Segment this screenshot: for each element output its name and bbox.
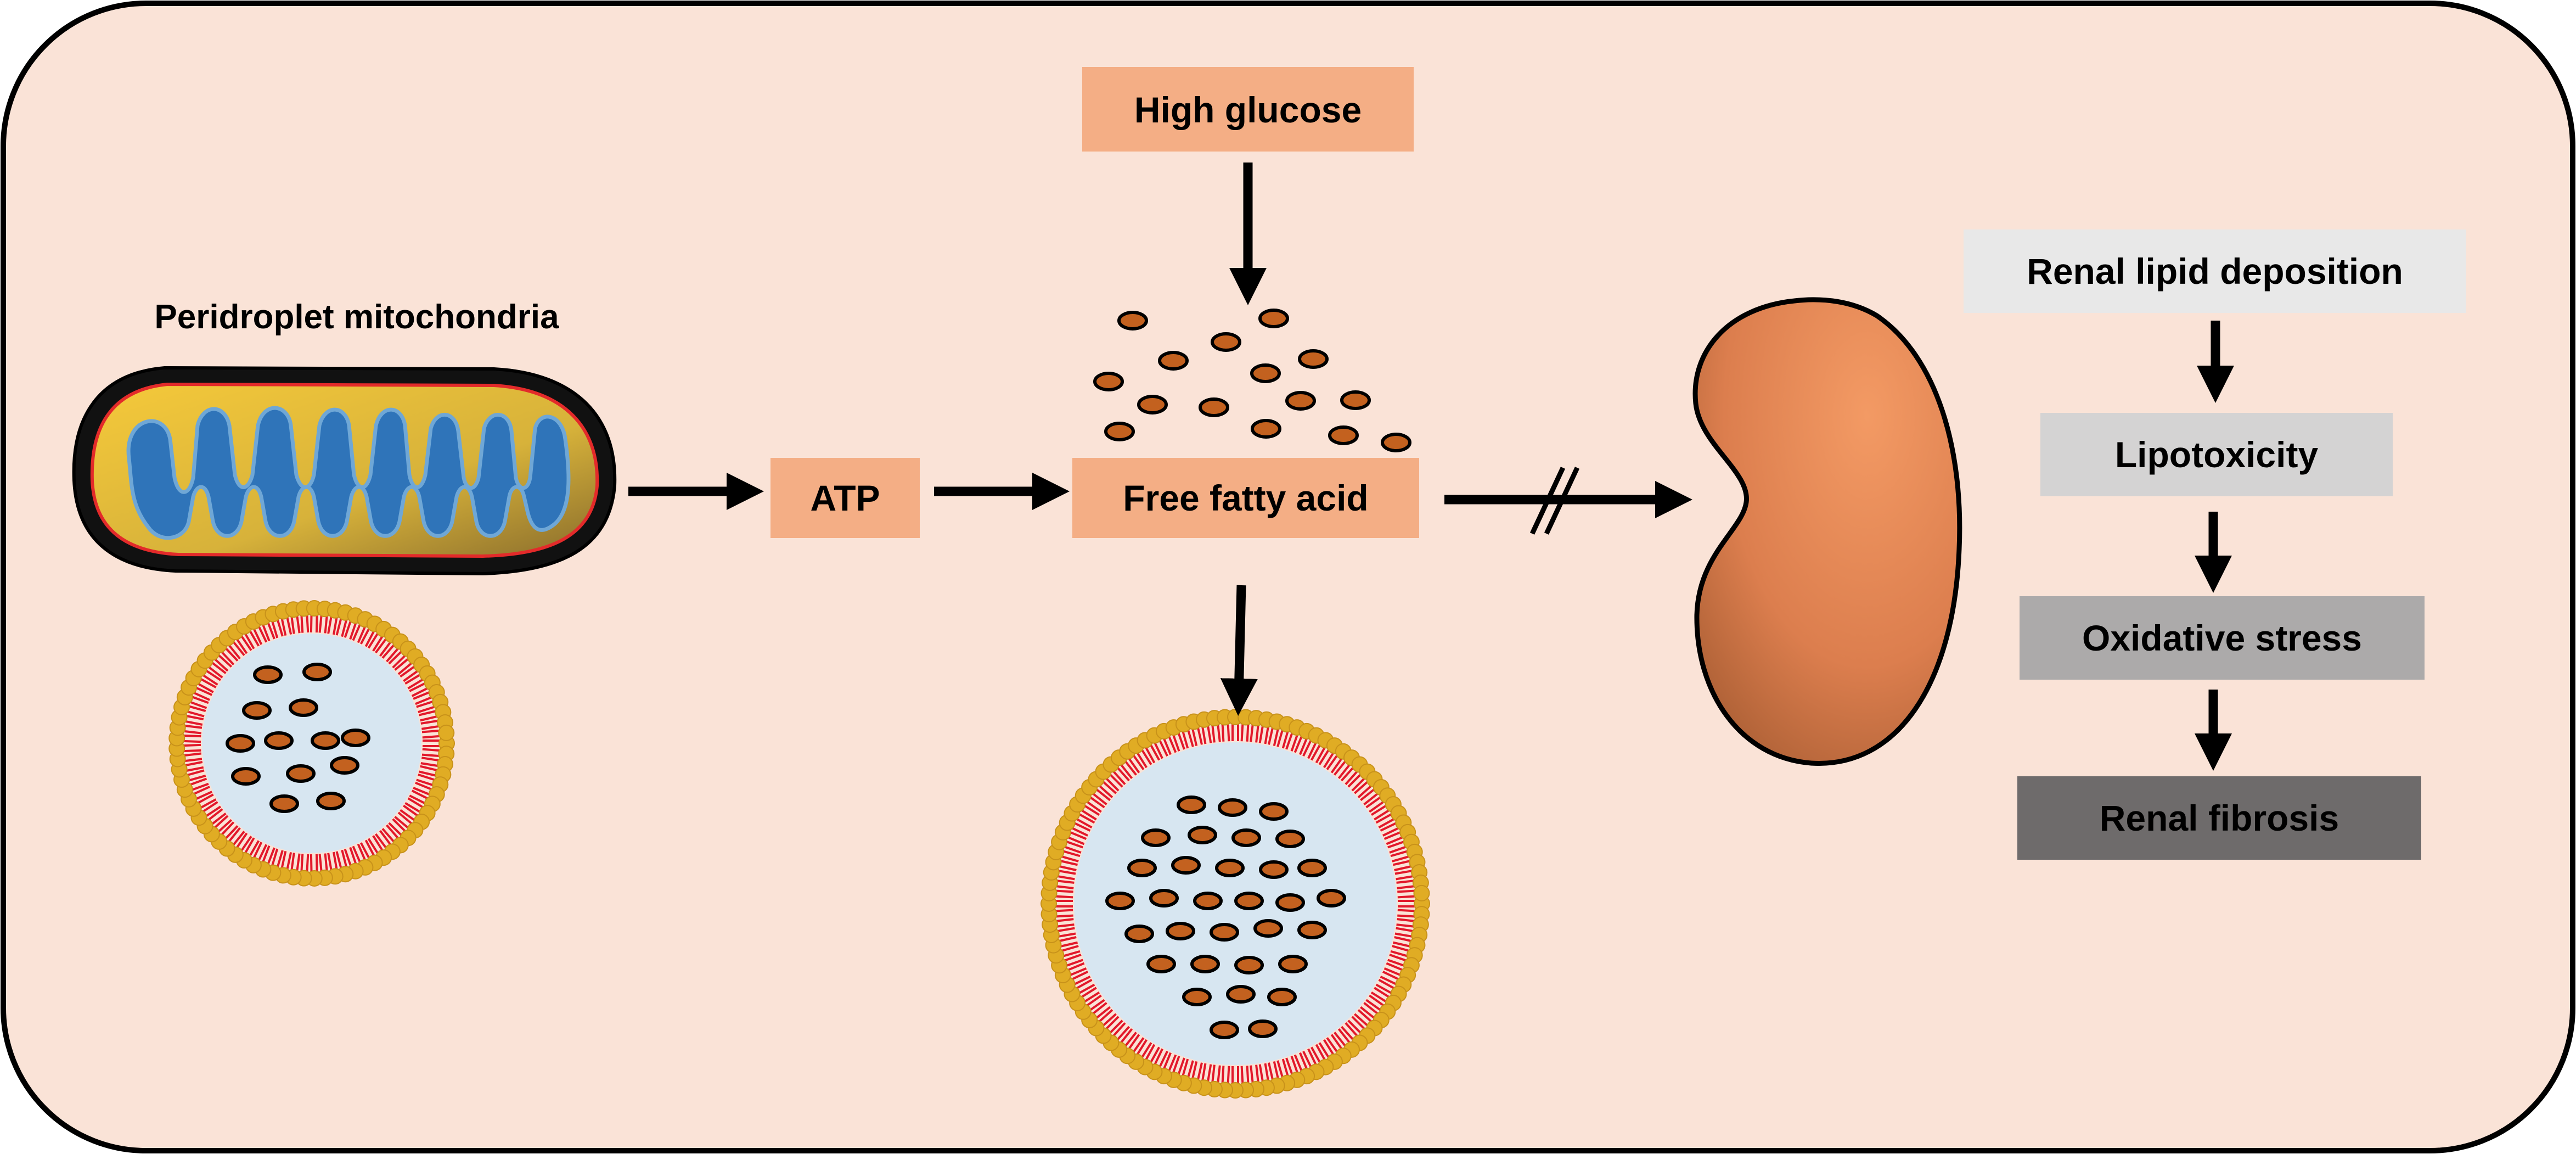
free-fatty-acid-label: Free fatty acid bbox=[1123, 478, 1369, 518]
lipid-dot bbox=[1124, 925, 1154, 943]
arrows bbox=[628, 163, 2234, 771]
lipid-dot bbox=[242, 701, 272, 720]
kidney-icon bbox=[1692, 297, 1962, 766]
lipid-dot bbox=[1149, 889, 1179, 907]
lipid-droplet-icon bbox=[168, 600, 455, 887]
lipid-dot bbox=[289, 698, 318, 717]
lipid-dot bbox=[330, 756, 359, 775]
lipid-dot bbox=[1193, 892, 1223, 910]
arrow-ffa-to-droplet bbox=[1220, 585, 1258, 716]
pathway-box bbox=[2040, 413, 2393, 496]
lipid-dot bbox=[1210, 1021, 1239, 1039]
free-fatty-acid-dot bbox=[1381, 433, 1411, 452]
lipid-dot bbox=[1166, 922, 1195, 940]
lipid-dot bbox=[1226, 985, 1256, 1004]
free-fatty-acid-dot bbox=[1251, 419, 1281, 439]
lipid-dot bbox=[1267, 988, 1297, 1006]
free-fatty-acid-dot bbox=[1211, 332, 1241, 352]
lipid-dot bbox=[1275, 830, 1305, 848]
pathway-box bbox=[2020, 596, 2425, 680]
lipid-dot bbox=[1188, 826, 1217, 844]
atp-label: ATP bbox=[810, 478, 880, 518]
lipid-dot bbox=[1215, 859, 1245, 877]
lipid-dot bbox=[1234, 956, 1264, 974]
lipid-dot bbox=[1317, 889, 1346, 907]
pathway-list: Renal lipid depositionLipotoxicityOxidat… bbox=[1964, 229, 2466, 860]
free-fatty-acid-dot bbox=[1093, 372, 1124, 391]
pathway-box bbox=[2017, 776, 2421, 860]
lipid-dot bbox=[1248, 1019, 1278, 1038]
lipid-dot bbox=[1177, 796, 1206, 814]
high-glucose-label: High glucose bbox=[1134, 89, 1362, 130]
lipid-dot bbox=[231, 767, 261, 786]
lipid-dot bbox=[264, 731, 294, 750]
lipid-dot bbox=[1190, 955, 1220, 973]
free-fatty-acid-dot bbox=[1285, 391, 1316, 411]
pathway-label: Oxidative stress bbox=[2082, 618, 2362, 658]
free-fatty-acid-box bbox=[1072, 458, 1419, 538]
pathway-box bbox=[1964, 229, 2466, 313]
free-fatty-acid-dot bbox=[1328, 425, 1359, 445]
lipid-dot bbox=[1259, 802, 1289, 821]
lipid-dot bbox=[302, 663, 332, 681]
lipid-dot bbox=[1218, 798, 1247, 817]
free-fatty-acid-dots bbox=[1093, 309, 1411, 452]
lipid-dot bbox=[1105, 892, 1135, 910]
lipid-droplet-icon bbox=[1040, 709, 1430, 1099]
lipid-dot bbox=[1253, 919, 1283, 938]
lipid-dot bbox=[1171, 856, 1201, 875]
lipid-dot bbox=[1278, 955, 1308, 973]
lipid-dot bbox=[1182, 988, 1212, 1006]
free-fatty-acid-dot bbox=[1158, 351, 1189, 371]
lipid-dot bbox=[311, 731, 340, 750]
lipid-dot bbox=[286, 764, 316, 783]
lipid-dot bbox=[1127, 859, 1157, 877]
free-fatty-acid-dot bbox=[1104, 422, 1135, 441]
lipid-dot bbox=[1231, 828, 1261, 847]
lipid-dot bbox=[253, 665, 283, 684]
lipid-dot bbox=[1297, 921, 1327, 939]
lipid-dot bbox=[1141, 828, 1171, 847]
lipid-dot bbox=[1275, 893, 1305, 912]
free-fatty-acid-dot bbox=[1298, 349, 1329, 369]
free-fatty-acid-dot bbox=[1250, 363, 1281, 383]
mitochondrion-icon bbox=[72, 366, 617, 576]
high-glucose-box bbox=[1082, 67, 1414, 152]
pathway-label: Renal fibrosis bbox=[2100, 798, 2339, 838]
lipid-dot bbox=[1234, 892, 1264, 910]
free-fatty-acid-dot bbox=[1258, 309, 1289, 328]
lipid-dot bbox=[1210, 923, 1239, 942]
lipid-dot bbox=[316, 792, 346, 810]
pathway-label: Renal lipid deposition bbox=[2027, 251, 2403, 292]
lipid-dot bbox=[269, 794, 299, 813]
free-fatty-acid-dot bbox=[1340, 390, 1371, 410]
pathway-label: Lipotoxicity bbox=[2115, 434, 2319, 475]
lipid-dot bbox=[341, 729, 370, 747]
lipid-dot bbox=[1259, 860, 1289, 879]
blocked-arrow-icon bbox=[1529, 467, 1580, 535]
lipid-dot bbox=[1146, 955, 1176, 973]
free-fatty-acid-dot bbox=[1199, 397, 1229, 417]
free-fatty-acid-dot bbox=[1137, 395, 1168, 414]
diagram-title: Peridroplet mitochondria bbox=[154, 298, 559, 336]
free-fatty-acid-dot bbox=[1117, 311, 1148, 330]
lipid-dot bbox=[226, 734, 255, 753]
lipid-dot bbox=[1297, 859, 1327, 877]
atp-box bbox=[770, 458, 920, 538]
